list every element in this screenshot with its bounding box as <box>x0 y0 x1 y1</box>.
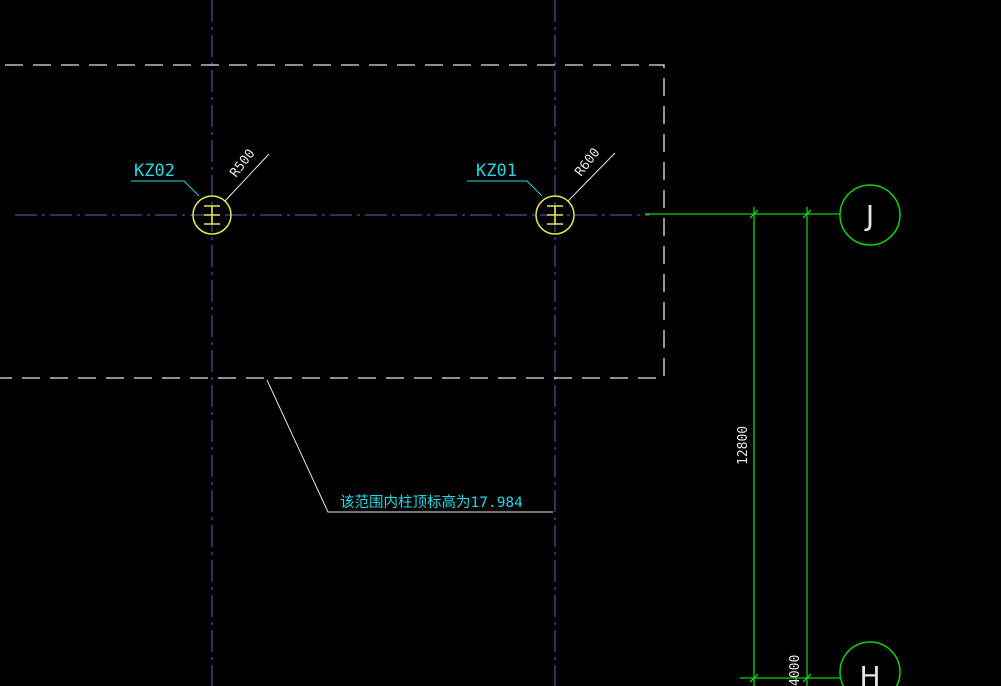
dim-tick <box>749 673 759 683</box>
region-elevation-note: 该范围内柱顶标高为17.984 <box>340 494 523 511</box>
axis-bubble-h[interactable]: H <box>839 641 901 686</box>
column-kz02[interactable] <box>192 195 232 235</box>
column-circle <box>192 195 232 235</box>
kz01-label: KZ01 <box>476 161 517 181</box>
dim-tick <box>802 209 812 219</box>
region-boundary[interactable] <box>0 64 665 379</box>
column-circle <box>535 195 575 235</box>
r500-leader <box>224 153 270 202</box>
axis-bubble-circle <box>839 184 901 246</box>
kz02-label: KZ02 <box>134 161 175 181</box>
dimension-text-4000: 4000 <box>788 655 803 686</box>
kz01-label-leader <box>467 180 543 197</box>
axis-bubble-circle <box>839 641 901 686</box>
axis-label-h: H <box>859 660 880 686</box>
dim-tick <box>802 673 812 683</box>
kz02-radius-label: R500 <box>227 147 258 181</box>
column-kz01[interactable] <box>535 195 575 235</box>
axis-label-j: J <box>864 199 874 232</box>
dimension-text-12800: 12800 <box>736 426 751 465</box>
note-leader-line <box>266 379 553 513</box>
kz02-label-leader <box>131 180 200 197</box>
axis-bubble-j[interactable]: J <box>839 184 901 246</box>
kz01-radius-label: R600 <box>572 146 603 180</box>
dim-tick <box>749 209 759 219</box>
column-section-icon <box>204 205 220 225</box>
r600-leader <box>567 152 616 202</box>
column-section-icon <box>547 205 563 225</box>
